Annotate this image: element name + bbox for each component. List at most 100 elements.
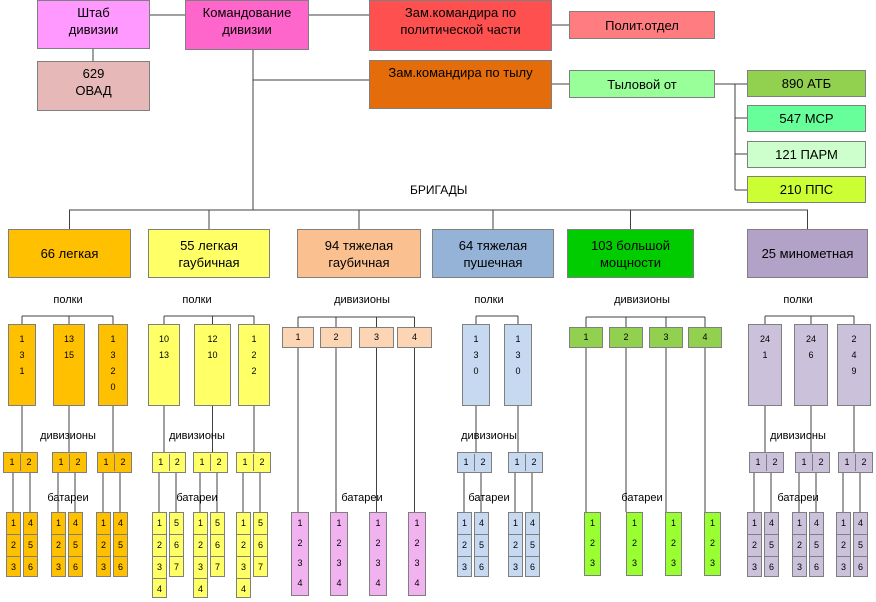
battery-cell: 6 xyxy=(211,534,224,556)
brigade-2-div-2: 3 xyxy=(359,327,394,348)
division-cell: 2 xyxy=(855,454,872,471)
brigade-5-sub-label: полки xyxy=(783,294,813,306)
battery-cell: 5 xyxy=(214,518,220,528)
battery-cell: 4 xyxy=(194,578,207,597)
battery-cell: 6 xyxy=(170,534,183,556)
battery-cell: 1 xyxy=(461,518,467,528)
battery-cell: 1 xyxy=(375,517,381,528)
battery-cell: 2 xyxy=(375,537,381,548)
battery-cell: 4 xyxy=(237,578,250,597)
division-cell: 2 xyxy=(114,454,131,471)
ovad-box: 629 ОВАД xyxy=(37,61,150,111)
battery-cell: 2 xyxy=(589,537,595,548)
unit-210-pps-box: 210 ППС xyxy=(747,176,866,203)
battery-cell: 5 xyxy=(854,534,867,556)
battery-cell: 3 xyxy=(458,556,471,576)
brigade-box-3: 64 тяжелая пушечная xyxy=(432,229,554,278)
battery-cell: 5 xyxy=(765,534,778,556)
battery-cell: 1 xyxy=(336,517,342,528)
battery-cell: 1 xyxy=(751,518,757,528)
battery-cell: 1 xyxy=(709,517,715,528)
battery-cell: 1 xyxy=(197,518,203,528)
brigade-box-1: 55 легкая гаубичная xyxy=(148,229,270,278)
battery-cell: 6 xyxy=(475,556,488,576)
battery-cell: 5 xyxy=(810,534,823,556)
battery-cell: 2 xyxy=(748,534,761,556)
battery-cell: 3 xyxy=(509,556,522,576)
battery-cell: 3 xyxy=(414,557,420,568)
division-cell: 1 xyxy=(801,457,807,467)
battery-cell: 2 xyxy=(97,534,110,556)
battery-cell: 4 xyxy=(72,518,78,528)
brigade-5-regiment-0: 24 1 xyxy=(748,324,782,406)
battery-cell: 2 xyxy=(7,534,20,556)
battery-cell: 2 xyxy=(414,537,420,548)
battery-cell: 1 xyxy=(589,517,595,528)
battery-cell: 1 xyxy=(100,518,106,528)
battery-cell: 3 xyxy=(153,556,166,578)
brigade-5-bat-label: батареи xyxy=(777,492,819,504)
battery-cell: 2 xyxy=(793,534,806,556)
division-cell: 1 xyxy=(58,457,64,467)
brigade-3-regiment-1: 1 3 0 xyxy=(504,324,532,406)
brigade-4-bat-label: батареи xyxy=(621,492,663,504)
battery-cell: 2 xyxy=(52,534,65,556)
battery-cell: 6 xyxy=(765,556,778,576)
battery-cell: 3 xyxy=(97,556,110,576)
battery-cell: 6 xyxy=(254,534,267,556)
battery-cell: 3 xyxy=(375,557,381,568)
battery-cell: 4 xyxy=(414,577,420,588)
brigade-3-sub-label: полки xyxy=(474,294,504,306)
battery-cell: 7 xyxy=(211,556,224,576)
brigade-4-div-0: 1 xyxy=(569,327,603,348)
division-cell: 2 xyxy=(766,454,783,471)
division-cell: 2 xyxy=(525,454,542,471)
battery-cell: 5 xyxy=(114,534,127,556)
brigade-0-regiment-2: 1 3 2 0 xyxy=(98,324,128,406)
battery-cell: 1 xyxy=(10,518,16,528)
zam-polit-box: Зам.командира по политической части xyxy=(369,0,552,51)
battery-cell: 3 xyxy=(670,557,676,568)
battery-cell: 1 xyxy=(670,517,676,528)
battery-cell: 3 xyxy=(336,557,342,568)
brigade-1-regiment-2: 1 2 2 xyxy=(238,324,270,406)
battery-cell: 6 xyxy=(69,556,82,576)
battery-cell: 2 xyxy=(670,537,676,548)
brigade-5-regiment-1: 24 6 xyxy=(794,324,828,406)
battery-cell: 2 xyxy=(631,537,637,548)
battery-cell: 6 xyxy=(24,556,37,576)
division-cell: 1 xyxy=(242,457,248,467)
brigade-1-sub-label: полки xyxy=(182,294,212,306)
battery-cell: 4 xyxy=(478,518,484,528)
battery-cell: 7 xyxy=(254,556,267,576)
brigade-1-regiment-1: 12 10 xyxy=(194,324,231,406)
battery-cell: 4 xyxy=(813,518,819,528)
brigade-5-div-label: дивизионы xyxy=(770,430,826,442)
battery-cell: 1 xyxy=(55,518,61,528)
battery-cell: 1 xyxy=(240,518,246,528)
battery-cell: 1 xyxy=(796,518,802,528)
brigade-3-regiment-0: 1 3 0 xyxy=(462,324,490,406)
brigade-box-5: 25 минометная xyxy=(747,229,868,278)
battery-cell: 5 xyxy=(24,534,37,556)
